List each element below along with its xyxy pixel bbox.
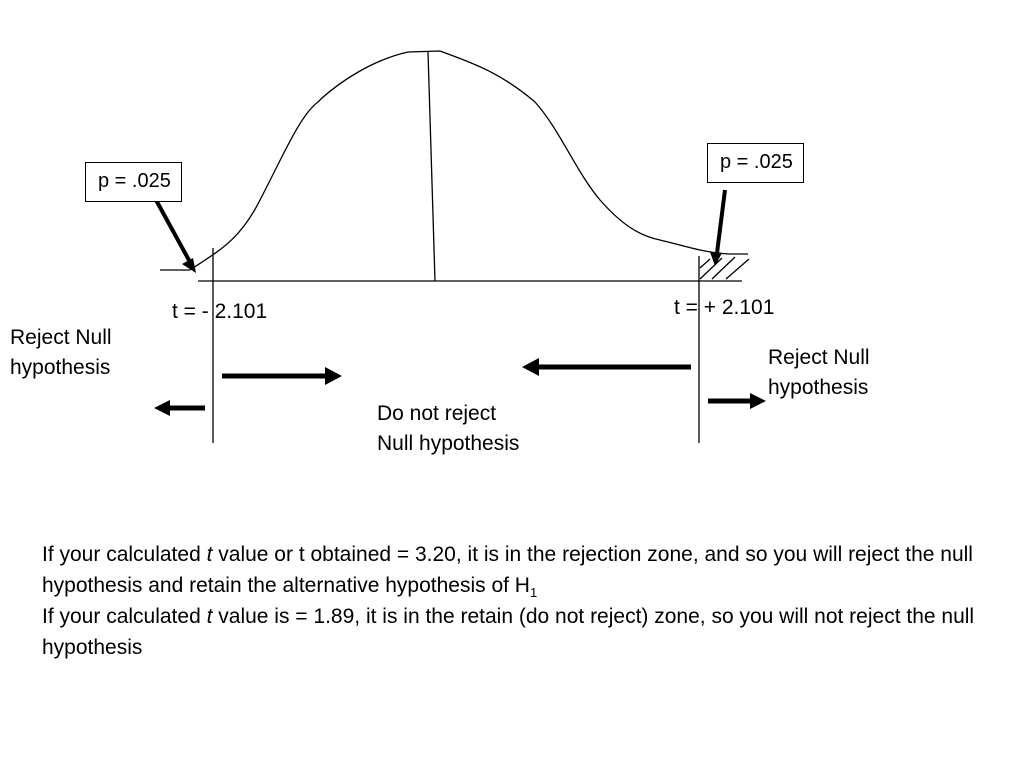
reject-region-label-left: Reject Null hypothesis: [10, 323, 112, 383]
critical-value-right: t = + 2.101: [674, 296, 775, 319]
explanation-paragraph-2: If your calculated t value is = 1.89, it…: [42, 601, 992, 663]
explanation-paragraph-1: If your calculated t value or t obtained…: [42, 539, 992, 601]
arrow-right-reject: [708, 393, 766, 409]
explanation-1-suffix: value or t obtained = 3.20, it is in the…: [42, 543, 973, 597]
arrow-left-retain: [522, 358, 691, 376]
arrow-right-retain: [222, 367, 342, 385]
pointer-arrowhead-left: [182, 258, 196, 273]
distribution-curve: [189, 50, 748, 271]
p-value-left: p = .025: [98, 170, 171, 192]
pointer-arrowhead-right: [710, 252, 722, 266]
p-value-box-right: p = .025: [707, 143, 804, 183]
explanation-1-italic: t: [206, 543, 213, 566]
p-value-box-left: p = .025: [85, 162, 182, 202]
explanation-1-subscript: 1: [529, 585, 538, 601]
explanation-2-italic: t: [206, 605, 213, 628]
critical-value-left: t = - 2.101: [172, 300, 268, 323]
pointer-arrow-right: [715, 189, 727, 254]
reject-right-line2: hypothesis: [768, 376, 869, 399]
explanation-1-prefix: If your calculated: [42, 543, 207, 566]
retain-region-label: Do not reject Null hypothesis: [377, 399, 519, 459]
mean-line: [427, 51, 436, 282]
reject-right-line1: Reject Null: [768, 346, 870, 369]
arrow-left-reject: [154, 400, 205, 416]
reject-region-label-right: Reject Null hypothesis: [768, 343, 870, 403]
pointer-arrow-left: [154, 199, 192, 263]
explanation-text: If your calculated t value or t obtained…: [42, 539, 992, 663]
do-not-reject-line2: Null hypothesis: [377, 432, 520, 455]
do-not-reject-line1: Do not reject: [377, 402, 497, 425]
reject-left-line1: Reject Null: [10, 326, 112, 349]
p-value-right: p = .025: [720, 151, 793, 173]
right-tail-hatching: [699, 256, 750, 280]
reject-left-line2: hypothesis: [10, 356, 111, 379]
explanation-2-suffix: value is = 1.89, it is in the retain (do…: [42, 605, 975, 659]
explanation-2-prefix: If your calculated: [42, 605, 207, 628]
